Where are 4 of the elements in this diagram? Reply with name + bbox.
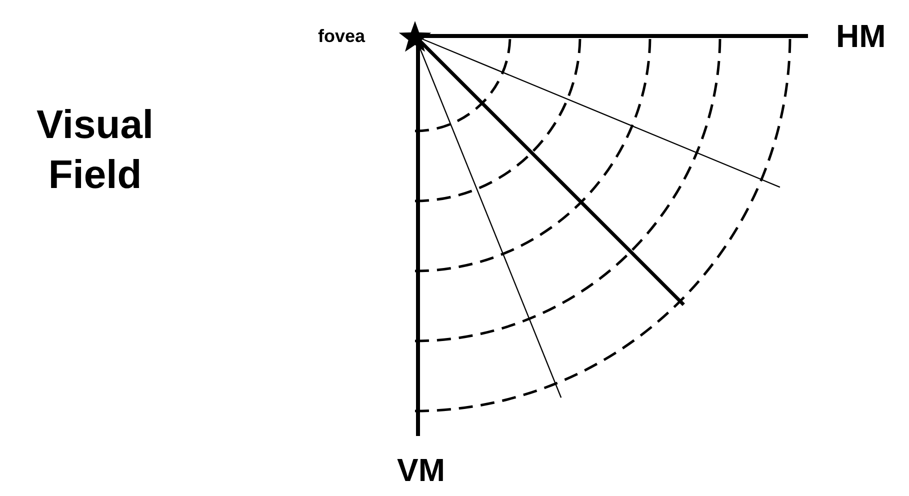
fovea-label: fovea bbox=[318, 26, 366, 47]
axis-label: VM bbox=[397, 452, 445, 489]
axis-label: HM bbox=[836, 18, 886, 55]
figure-title: Visual Field bbox=[35, 102, 155, 199]
